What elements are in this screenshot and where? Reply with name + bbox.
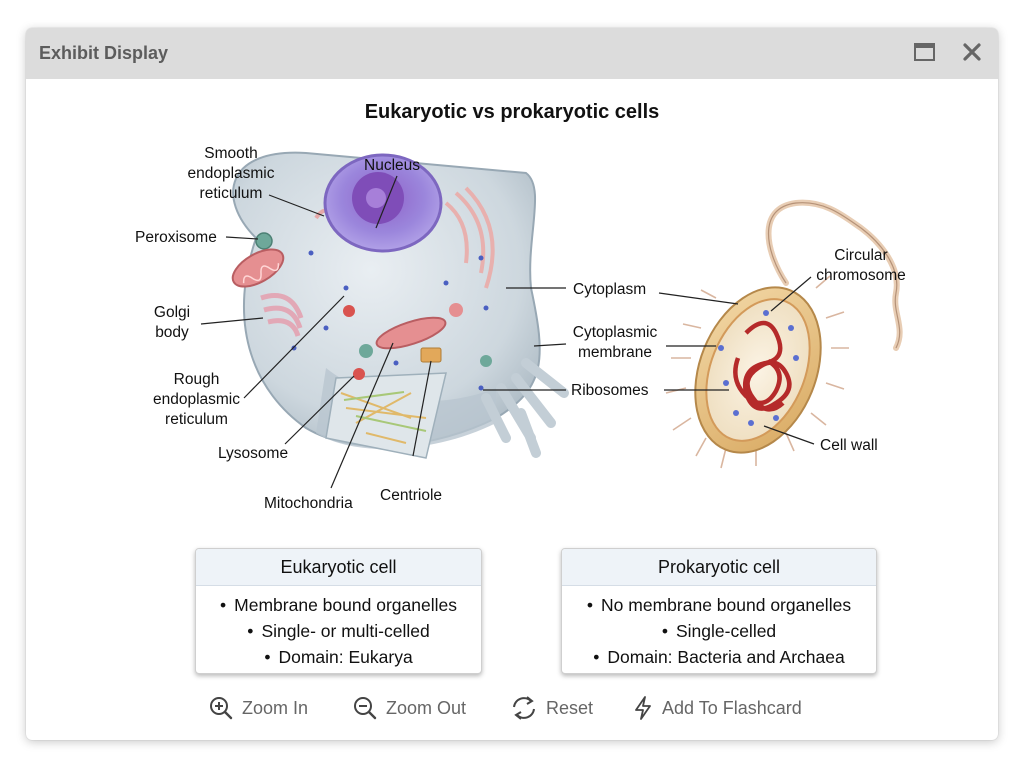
exhibit-toolbar: Zoom In Zoom Out Reset Add To Flashcar [26,692,998,724]
prokaryotic-box-list: • No membrane bound organelles • Single-ce… [562,592,876,670]
exhibit-display-window: Exhibit Display Eukaryotic vs prokaryoti… [26,28,998,740]
label-nucleus: Nucleus [364,157,420,174]
bullet: • [247,621,254,641]
eukaryotic-cell [231,151,569,459]
close-icon [963,43,981,61]
reset-icon [513,696,535,720]
zoom-in-label: Zoom In [242,697,309,718]
label-peroxisome: Peroxisome [135,229,217,246]
prokaryotic-box-heading: Prokaryotic cell [562,549,876,586]
list-item-text: Single-celled [675,621,777,641]
zoom-in-button[interactable]: Zoom In [208,692,308,724]
list-item-text: Domain: Bacteria and Archaea [607,647,845,667]
label-rough-er-line3: reticulum [165,411,228,428]
label-smooth-er-line1: Smooth [204,145,258,162]
maximize-icon [914,43,935,61]
window-titlebar: Exhibit Display [26,28,998,79]
label-cytoplasm: Cytoplasm [573,281,647,298]
label-cytoplasmic-membrane-line2: membrane [577,344,653,361]
zoom-in-icon [210,697,233,720]
list-item: • Membrane bound organelles [196,592,481,618]
add-to-flashcard-label: Add To Flashcard [662,697,802,718]
label-cytoplasmic-membrane-line1: Cytoplasmic [572,324,658,341]
bullet: • [661,621,668,641]
label-mitochondria: Mitochondria [264,495,353,512]
maximize-button[interactable] [912,39,938,65]
zoom-out-icon [354,697,377,720]
label-cytoplasmic-membrane: Cytoplasmic membrane [563,323,667,363]
label-golgi-line1: Golgi [153,304,191,321]
list-item-text: No membrane bound organelles [601,595,852,615]
label-lysosome: Lysosome [218,445,289,462]
label-centriole: Centriole [380,487,443,504]
list-item-text: Membrane bound organelles [234,595,457,615]
close-button[interactable] [959,39,985,65]
prokaryotic-info-box: Prokaryotic cell • No membrane bound orga… [561,548,877,674]
label-cell-wall: Cell wall [820,437,878,454]
label-smooth-er: Smooth endoplasmic reticulum [173,144,289,204]
bullet: • [586,595,594,615]
reset-button[interactable]: Reset [510,692,593,724]
label-circular-chromosome-line2: chromosome [816,267,906,284]
bullet: • [264,647,271,667]
eukaryotic-box-heading: Eukaryotic cell [196,549,481,586]
eukaryotic-box-list: • Membrane bound organelles • Single- or m… [196,592,481,670]
list-item: • Single- or multi-celled [196,618,481,644]
label-smooth-er-line2: endoplasmic [187,165,275,182]
lightning-icon [635,696,651,720]
label-golgi-line2: body [155,324,189,341]
zoom-out-button[interactable]: Zoom Out [352,692,466,724]
reset-label: Reset [546,697,594,718]
list-item: • Single-celled [562,618,876,644]
label-rough-er: Rough endoplasmic reticulum [139,370,254,430]
label-smooth-er-line3: reticulum [199,185,263,202]
list-item: • Domain: Eukarya [196,644,481,670]
label-circular-chromosome-line1: Circular [834,247,888,264]
zoom-out-label: Zoom Out [386,697,467,718]
label-rough-er-line1: Rough [173,371,220,388]
label-golgi: Golgi body [144,303,200,343]
window-title: Exhibit Display [39,43,169,63]
list-item: • No membrane bound organelles [562,592,876,618]
list-item: • Domain: Bacteria and Archaea [562,644,876,670]
bullet: • [593,647,600,667]
figure-title: Eukaryotic vs prokaryotic cells [364,101,660,123]
list-item-text: Domain: Eukarya [278,647,413,667]
label-rough-er-line2: endoplasmic [152,391,241,408]
bullet: • [220,595,227,615]
label-circular-chromosome: Circular chromosome [806,246,916,286]
list-item-text: Single- or multi-celled [261,621,430,641]
prokaryotic-cell [665,199,903,469]
cell-illustration [200,151,903,489]
eukaryotic-info-box: Eukaryotic cell • Membrane bound organell… [195,548,482,674]
label-ribosomes: Ribosomes [571,382,649,399]
add-to-flashcard-button[interactable]: Add To Flashcard [632,692,802,724]
